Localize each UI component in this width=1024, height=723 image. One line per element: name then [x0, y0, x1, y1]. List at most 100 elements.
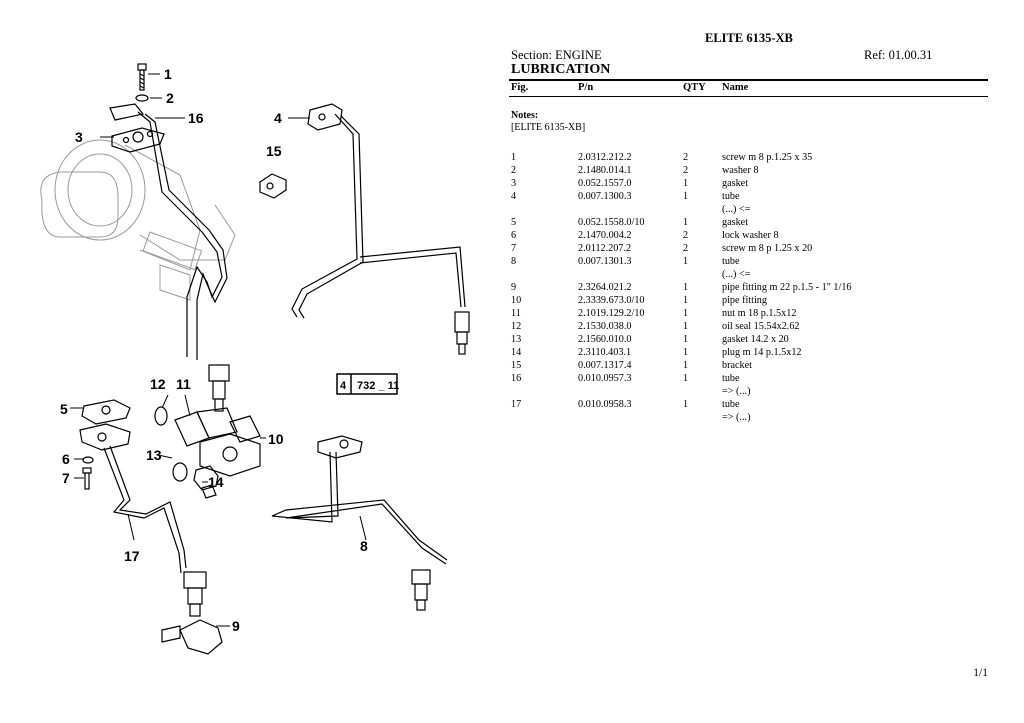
- part-name: plug m 14 p.1.5x12: [722, 347, 802, 358]
- turbocharger-outline: [40, 139, 236, 301]
- lock-washer-part: [82, 456, 94, 464]
- part-name: tube: [722, 399, 740, 410]
- table-row: (...) <=: [511, 268, 981, 281]
- callout-14: 14: [208, 474, 224, 490]
- callout-11: 11: [176, 376, 191, 392]
- callout-17: 17: [124, 548, 140, 564]
- part-number: 2.1530.038.0: [578, 321, 632, 332]
- part-fig: 5: [511, 217, 517, 228]
- part-qty: 1: [683, 308, 689, 319]
- column-header-pn: P/n: [578, 82, 594, 93]
- part-fig: 17: [511, 399, 522, 410]
- figure-code-index: 4: [340, 380, 347, 392]
- table-row: => (...): [511, 411, 981, 424]
- column-header-name: Name: [722, 82, 749, 93]
- callout-2: 2: [166, 90, 174, 106]
- gasket-14-part: [172, 462, 188, 482]
- table-row: 17 0.010.0958.3 1 tube: [511, 398, 981, 411]
- part-name: tube: [722, 256, 740, 267]
- part-fig: 12: [511, 321, 522, 332]
- part-number: 2.3264.021.2: [578, 282, 632, 293]
- part-number: 0.007.1300.3: [578, 191, 632, 202]
- part-name: gasket: [722, 217, 749, 228]
- callout-6: 6: [62, 451, 70, 467]
- part-number: 0.052.1558.0/10: [578, 217, 645, 228]
- part-qty: 2: [683, 165, 689, 176]
- gasket-5-part: [81, 399, 131, 425]
- header-rule: [509, 79, 988, 81]
- part-fig: 3: [511, 178, 517, 189]
- part-qty: 1: [683, 217, 689, 228]
- page-number: 1/1: [973, 667, 988, 679]
- part-qty: 1: [683, 191, 689, 202]
- part-name: nut m 18 p.1.5x12: [722, 308, 797, 319]
- oil-seal-part: [154, 406, 168, 426]
- part-qty: 1: [683, 295, 689, 306]
- part-qty: 1: [683, 178, 689, 189]
- part-fig: 11: [511, 308, 521, 319]
- bracket-part: [259, 173, 287, 199]
- callout-9: 9: [232, 618, 240, 634]
- part-number: 0.007.1301.3: [578, 256, 632, 267]
- callout-12: 12: [150, 376, 166, 392]
- part-number: 2.3339.673.0/10: [578, 295, 645, 306]
- part-name: bracket: [722, 360, 752, 371]
- part-fig: 6: [511, 230, 517, 241]
- tube-16: [109, 103, 230, 412]
- part-qty: 1: [683, 256, 689, 267]
- plug-part: [193, 465, 219, 499]
- part-number: 2.1480.014.1: [578, 165, 632, 176]
- part-number: 2.1560.010.0: [578, 334, 632, 345]
- part-name: oil seal 15.54x2.62: [722, 321, 800, 332]
- reference-label: Ref: 01.00.31: [864, 48, 933, 62]
- part-qty: 2: [683, 230, 689, 241]
- table-row: 3 0.052.1557.0 1 gasket: [511, 177, 981, 190]
- part-name: => (...): [722, 412, 751, 423]
- table-header-rule: [509, 96, 988, 97]
- part-fig: 7: [511, 243, 517, 254]
- part-fig: 1: [511, 152, 517, 163]
- table-row: 5 0.052.1558.0/10 1 gasket: [511, 216, 981, 229]
- document-title: ELITE 6135-XB: [705, 31, 793, 45]
- lubrication-exploded-diagram: 1 2 16 3 4 15 12 11 5 10 6 7 13 14 17 8 …: [40, 63, 470, 655]
- part-number: 0.052.1557.0: [578, 178, 632, 189]
- tube-17: [79, 423, 207, 617]
- part-qty: 1: [683, 282, 689, 293]
- callout-3: 3: [75, 129, 83, 145]
- figure-code-number: 732 _ 11: [357, 380, 399, 392]
- part-name: tube: [722, 191, 740, 202]
- part-number: 0.010.0958.3: [578, 399, 632, 410]
- part-qty: 1: [683, 334, 689, 345]
- part-qty: 2: [683, 243, 689, 254]
- part-name: (...) <=: [722, 204, 751, 215]
- part-fig: 16: [511, 373, 522, 384]
- callout-16: 16: [188, 110, 204, 126]
- part-name: pipe fitting: [722, 295, 767, 306]
- section-label: Section: ENGINE: [511, 48, 602, 62]
- callout-8: 8: [360, 538, 368, 554]
- column-header-qty: QTY: [683, 82, 706, 93]
- column-header-fig: Fig.: [511, 82, 529, 93]
- part-name: lock washer 8: [722, 230, 779, 241]
- part-qty: 1: [683, 373, 689, 384]
- part-name: gasket: [722, 178, 749, 189]
- part-name: screw m 8 p 1.25 x 20: [722, 243, 813, 254]
- tube-4: [291, 103, 470, 355]
- table-row: (...) <=: [511, 203, 981, 216]
- part-fig: 2: [511, 165, 517, 176]
- part-name: screw m 8 p.1.25 x 35: [722, 152, 813, 163]
- part-number: 2.3110.403.1: [578, 347, 632, 358]
- part-name: tube: [722, 373, 740, 384]
- part-qty: 1: [683, 399, 689, 410]
